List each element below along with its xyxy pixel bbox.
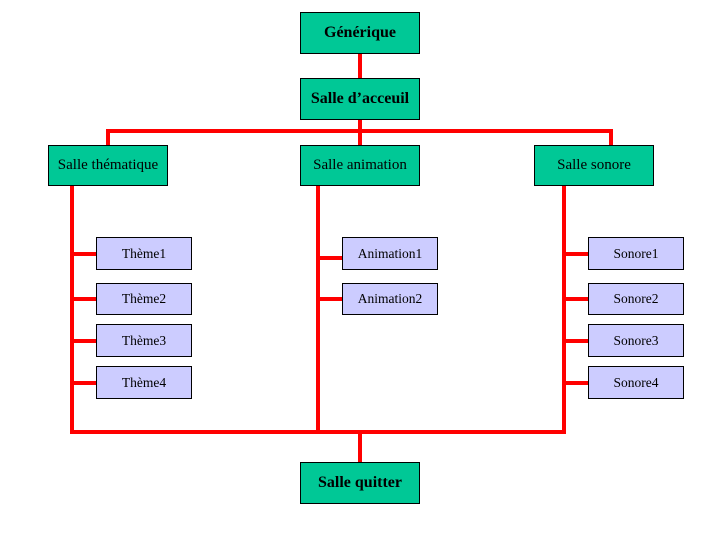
node-salle-sonore: Salle sonore [534,145,654,186]
node-salle-quitter: Salle quitter [300,462,420,504]
node-theme4: Thème4 [96,366,192,399]
node-generique: Générique [300,12,420,54]
node-sonore4: Sonore4 [588,366,684,399]
node-salle-accueil: Salle d’acceuil [300,78,420,120]
node-theme3: Thème3 [96,324,192,357]
node-animation2: Animation2 [342,283,438,315]
node-animation1: Animation1 [342,237,438,270]
node-sonore2: Sonore2 [588,283,684,315]
node-salle-animation: Salle animation [300,145,420,186]
node-sonore1: Sonore1 [588,237,684,270]
node-theme2: Thème2 [96,283,192,315]
node-salle-thematique: Salle thématique [48,145,168,186]
node-sonore3: Sonore3 [588,324,684,357]
node-theme1: Thème1 [96,237,192,270]
